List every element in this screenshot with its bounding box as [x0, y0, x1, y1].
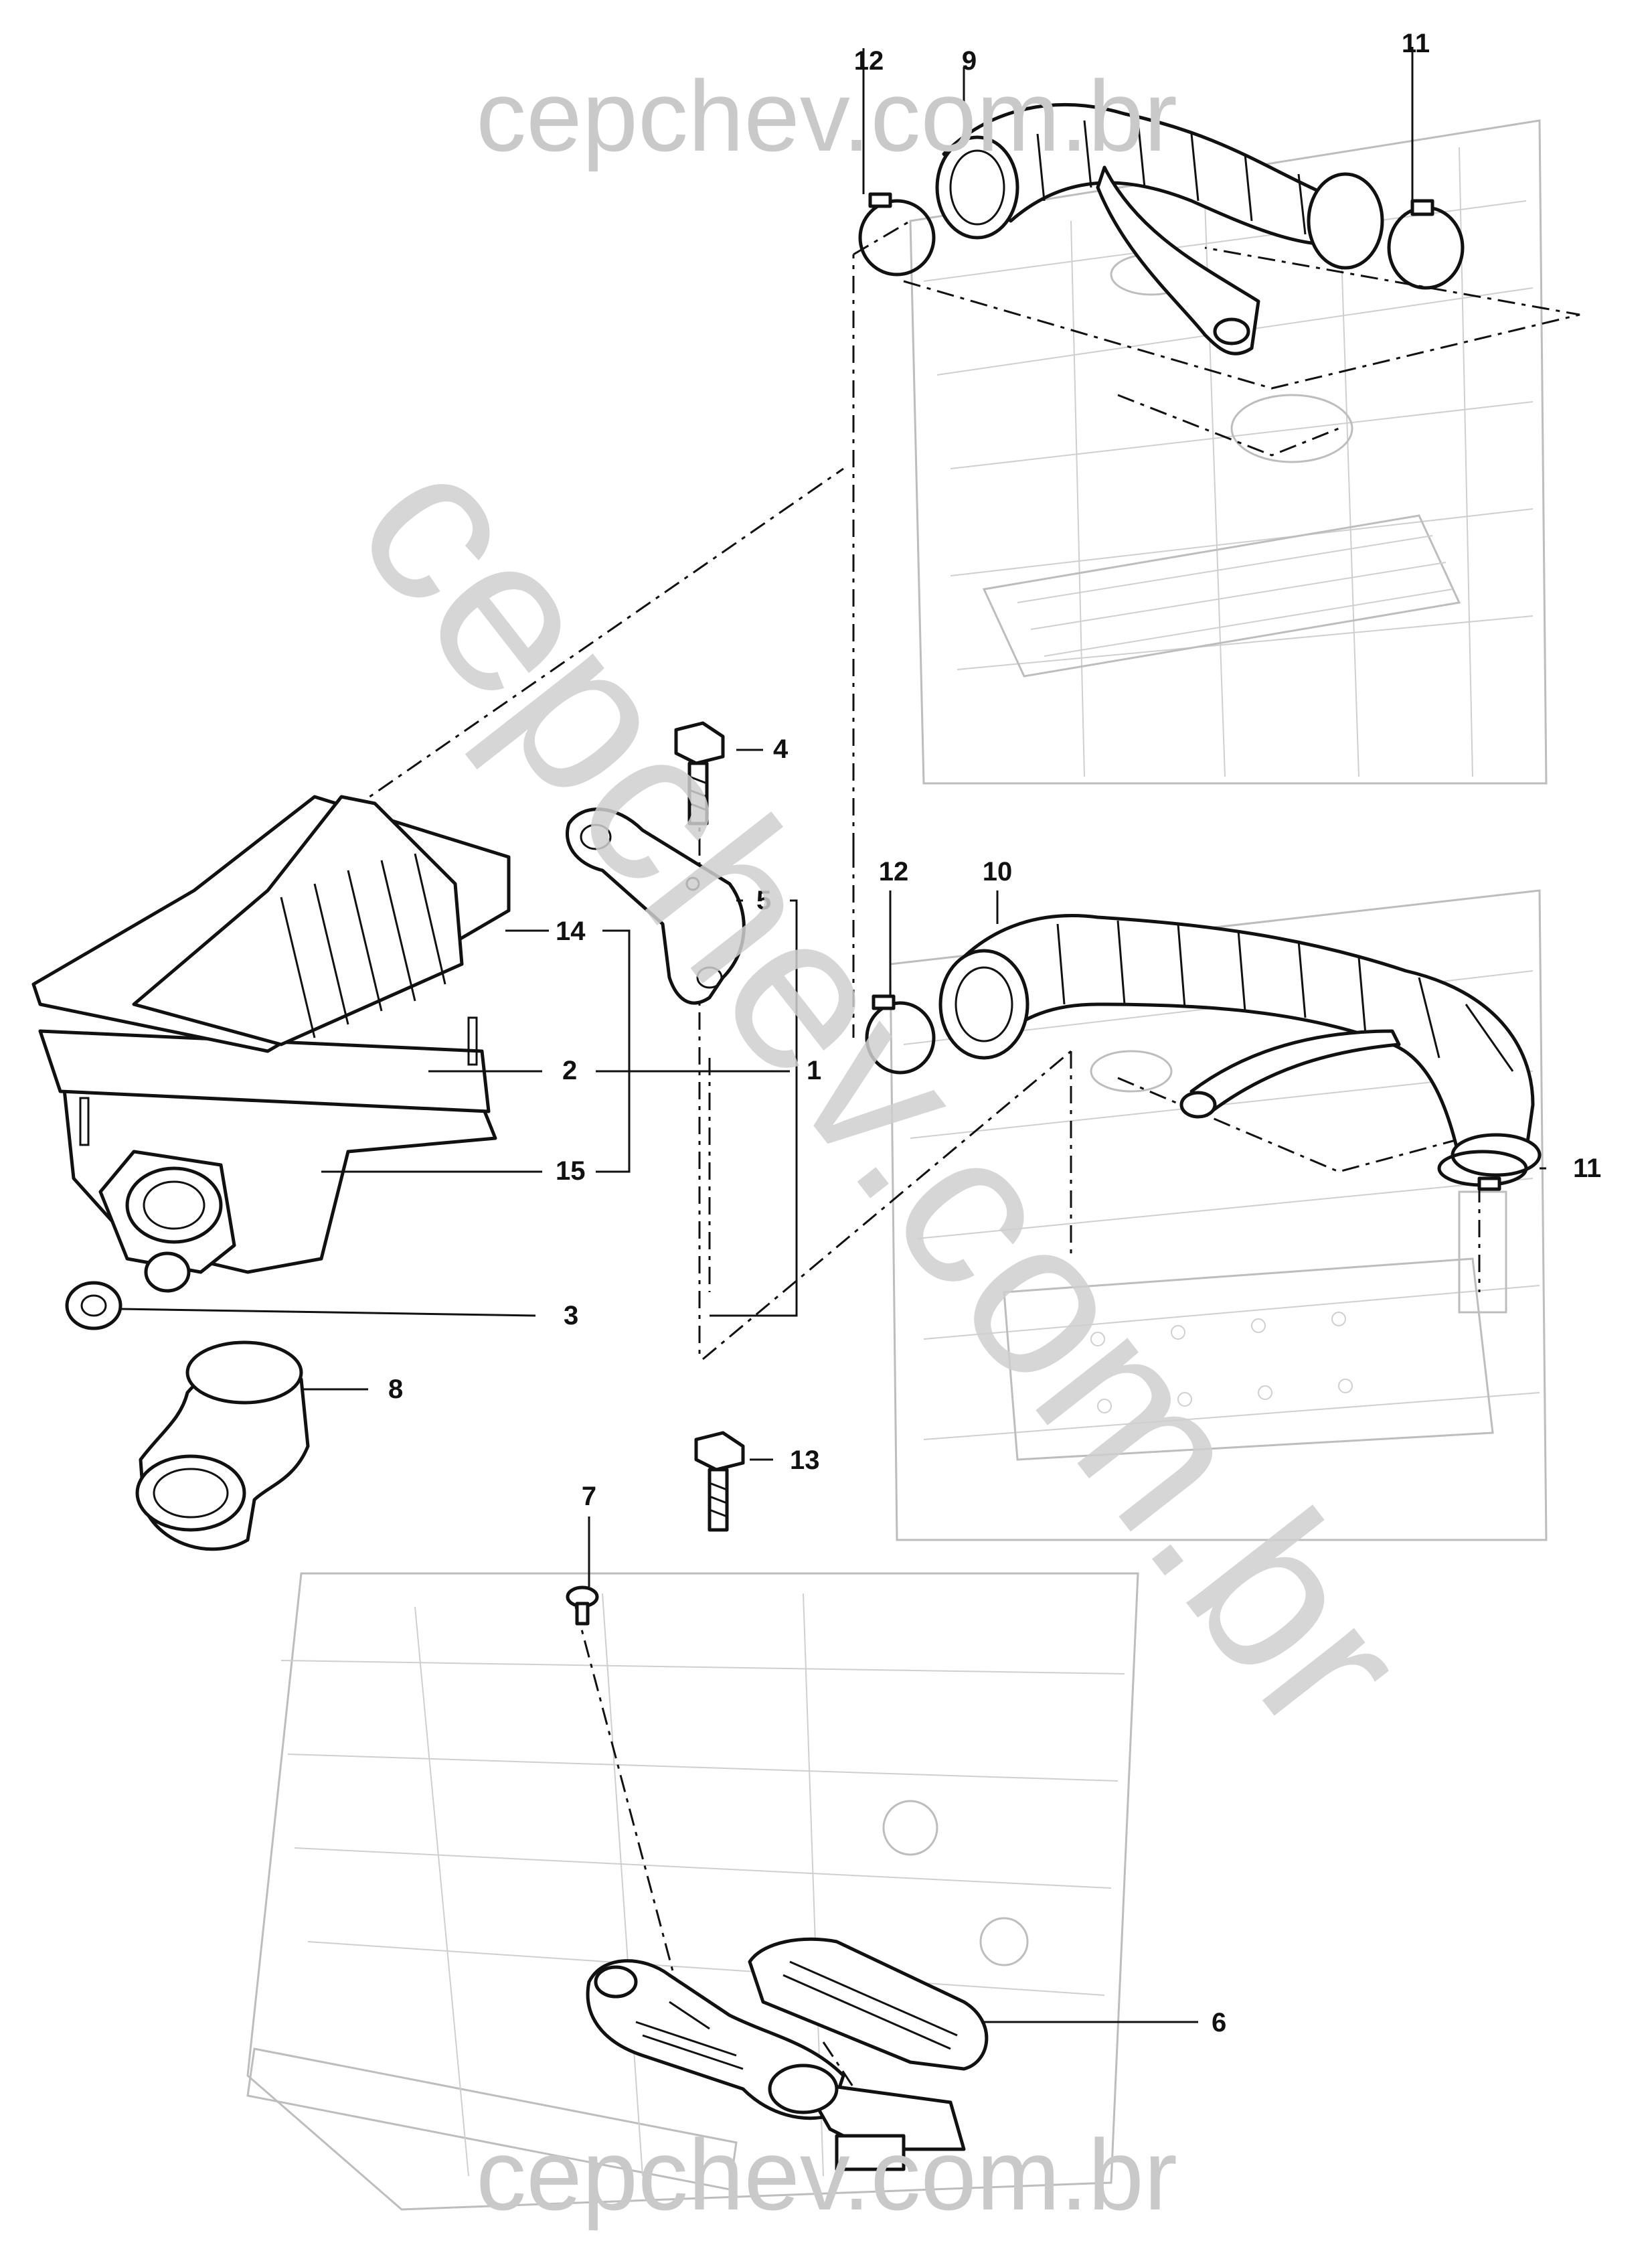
callout-12-upper: 12	[854, 46, 884, 76]
watermark-bottom: cepchev.com.br	[476, 2118, 1177, 2231]
callout-11-middle: 11	[1573, 1154, 1601, 1183]
bolt-part-4	[674, 721, 725, 826]
callout-12-middle: 12	[879, 857, 909, 886]
inlet-duct-part-8	[135, 1340, 310, 1551]
hose-clamp-part-11-upper	[1387, 199, 1465, 290]
bracket-part-5	[565, 807, 746, 1005]
watermark-top: cepchev.com.br	[476, 60, 1177, 172]
intake-hose-part-10	[938, 914, 1542, 1177]
callout-labels: 12 9 11 4 5 12 10 14 2 1 15 11 3 8 13 7 …	[388, 29, 1601, 2037]
intake-hose-part-9	[935, 103, 1384, 356]
callout-10: 10	[983, 857, 1013, 886]
hose-clamp-part-12-upper	[858, 192, 936, 277]
callout-14: 14	[556, 917, 586, 946]
grommet-part-3	[65, 1251, 191, 1330]
resonator-part-6	[586, 1937, 989, 2171]
callout-1: 1	[807, 1056, 821, 1085]
clip-part-7	[566, 1585, 599, 1626]
callout-11-upper: 11	[1402, 29, 1430, 58]
callout-9: 9	[962, 46, 977, 76]
callout-6: 6	[1212, 2008, 1226, 2037]
callout-7: 7	[582, 1482, 596, 1511]
callout-8: 8	[388, 1375, 403, 1404]
air-cleaner-assembly	[31, 795, 511, 1274]
callout-3: 3	[564, 1301, 578, 1330]
callout-2: 2	[562, 1056, 577, 1085]
callout-13: 13	[790, 1446, 820, 1475]
callout-4: 4	[773, 734, 789, 764]
hose-clamp-part-12-middle	[865, 994, 936, 1075]
engine-bay-scene-bottom	[246, 1572, 1139, 2211]
leader-lines	[120, 47, 1546, 2023]
callout-15: 15	[556, 1156, 586, 1186]
air-filter-element	[38, 1029, 491, 1113]
bolt-part-13	[694, 1431, 745, 1532]
callout-5: 5	[756, 886, 771, 915]
hose-clamp-part-11-middle	[1437, 1150, 1528, 1191]
